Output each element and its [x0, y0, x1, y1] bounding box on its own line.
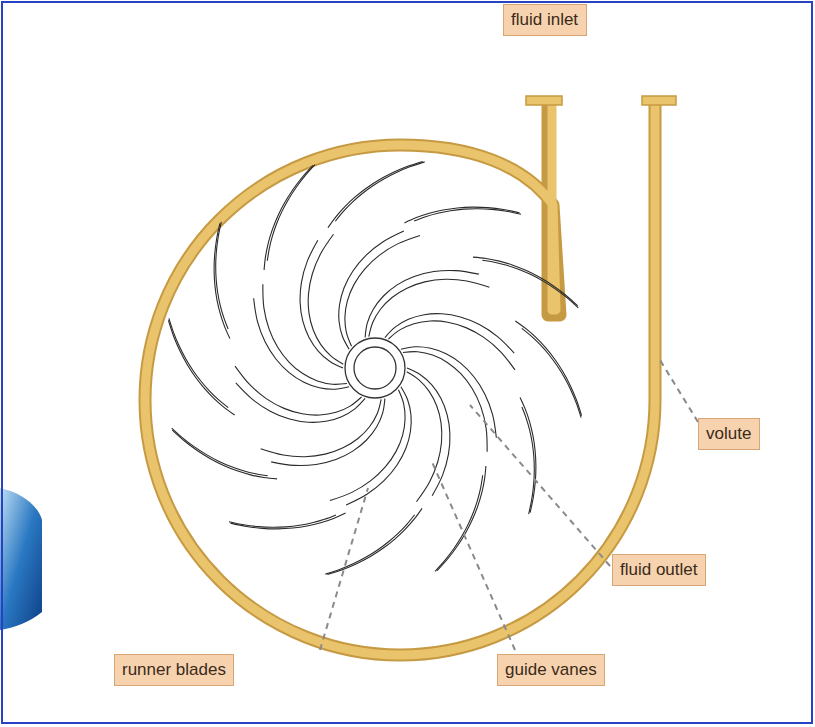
- leader-lines: [320, 360, 698, 650]
- hub: [345, 338, 405, 398]
- label-box: fluid inlet: [503, 4, 587, 36]
- guide-vane: [168, 320, 234, 415]
- guide-vane: [325, 515, 414, 574]
- runner-blade: [385, 314, 514, 353]
- guide-vane: [335, 162, 424, 221]
- guide-vane: [437, 466, 486, 571]
- guide-vane: [435, 475, 483, 571]
- guide-vane: [172, 430, 277, 479]
- runner-blade: [300, 240, 343, 368]
- runner-blade: [401, 347, 496, 438]
- volute-casing: [145, 96, 676, 655]
- leader-line: [320, 488, 368, 650]
- leader-line: [470, 405, 610, 566]
- label-box: guide vanes: [497, 654, 605, 686]
- guide-vane: [515, 321, 581, 416]
- guide-vane: [522, 407, 534, 514]
- guide-vane: [172, 428, 268, 476]
- part-label: fluid inlet: [511, 9, 579, 30]
- guide-vane: [522, 328, 581, 417]
- runner-blade: [407, 368, 450, 496]
- guide-vane: [414, 209, 521, 221]
- runner-blade: [346, 387, 411, 505]
- runner-blade: [235, 366, 362, 415]
- guide-vane: [482, 260, 578, 308]
- guide-vane: [169, 318, 228, 407]
- label-box: volute: [698, 418, 760, 450]
- runner-blade: [407, 372, 442, 502]
- inlet-flange: [526, 96, 562, 105]
- runner-blade: [369, 279, 490, 336]
- background-swoosh: [0, 488, 42, 630]
- hub-inner: [354, 347, 396, 389]
- runner-blade: [339, 231, 404, 349]
- inlet-flange: [642, 96, 676, 105]
- guide-vane: [229, 515, 336, 527]
- guide-vane: [327, 508, 422, 574]
- runner-blade: [263, 284, 347, 384]
- runner-blade: [345, 235, 420, 346]
- leader-line: [432, 462, 515, 650]
- runner-blade: [403, 352, 487, 452]
- part-label: fluid outlet: [620, 559, 698, 580]
- label-box: runner blades: [114, 654, 234, 686]
- guide-vane: [216, 222, 228, 329]
- label-box: fluid outlet: [612, 554, 706, 586]
- runner-and-vanes: [168, 161, 581, 574]
- runner-blade: [330, 390, 405, 501]
- casing-fill: [145, 100, 655, 655]
- hub-outer: [345, 338, 405, 398]
- part-label: volute: [706, 423, 752, 444]
- casing-edge: [145, 100, 655, 655]
- leader-line: [660, 360, 698, 422]
- guide-vane: [328, 161, 423, 227]
- part-label: runner blades: [122, 659, 226, 680]
- runner-blade: [261, 399, 382, 456]
- part-label: guide vanes: [505, 659, 597, 680]
- runner-blade: [388, 321, 515, 370]
- runner-blade: [308, 234, 343, 364]
- runner-blade: [236, 383, 365, 422]
- guide-vane: [264, 165, 313, 270]
- guide-vane: [267, 165, 315, 261]
- guide-vane: [473, 257, 578, 306]
